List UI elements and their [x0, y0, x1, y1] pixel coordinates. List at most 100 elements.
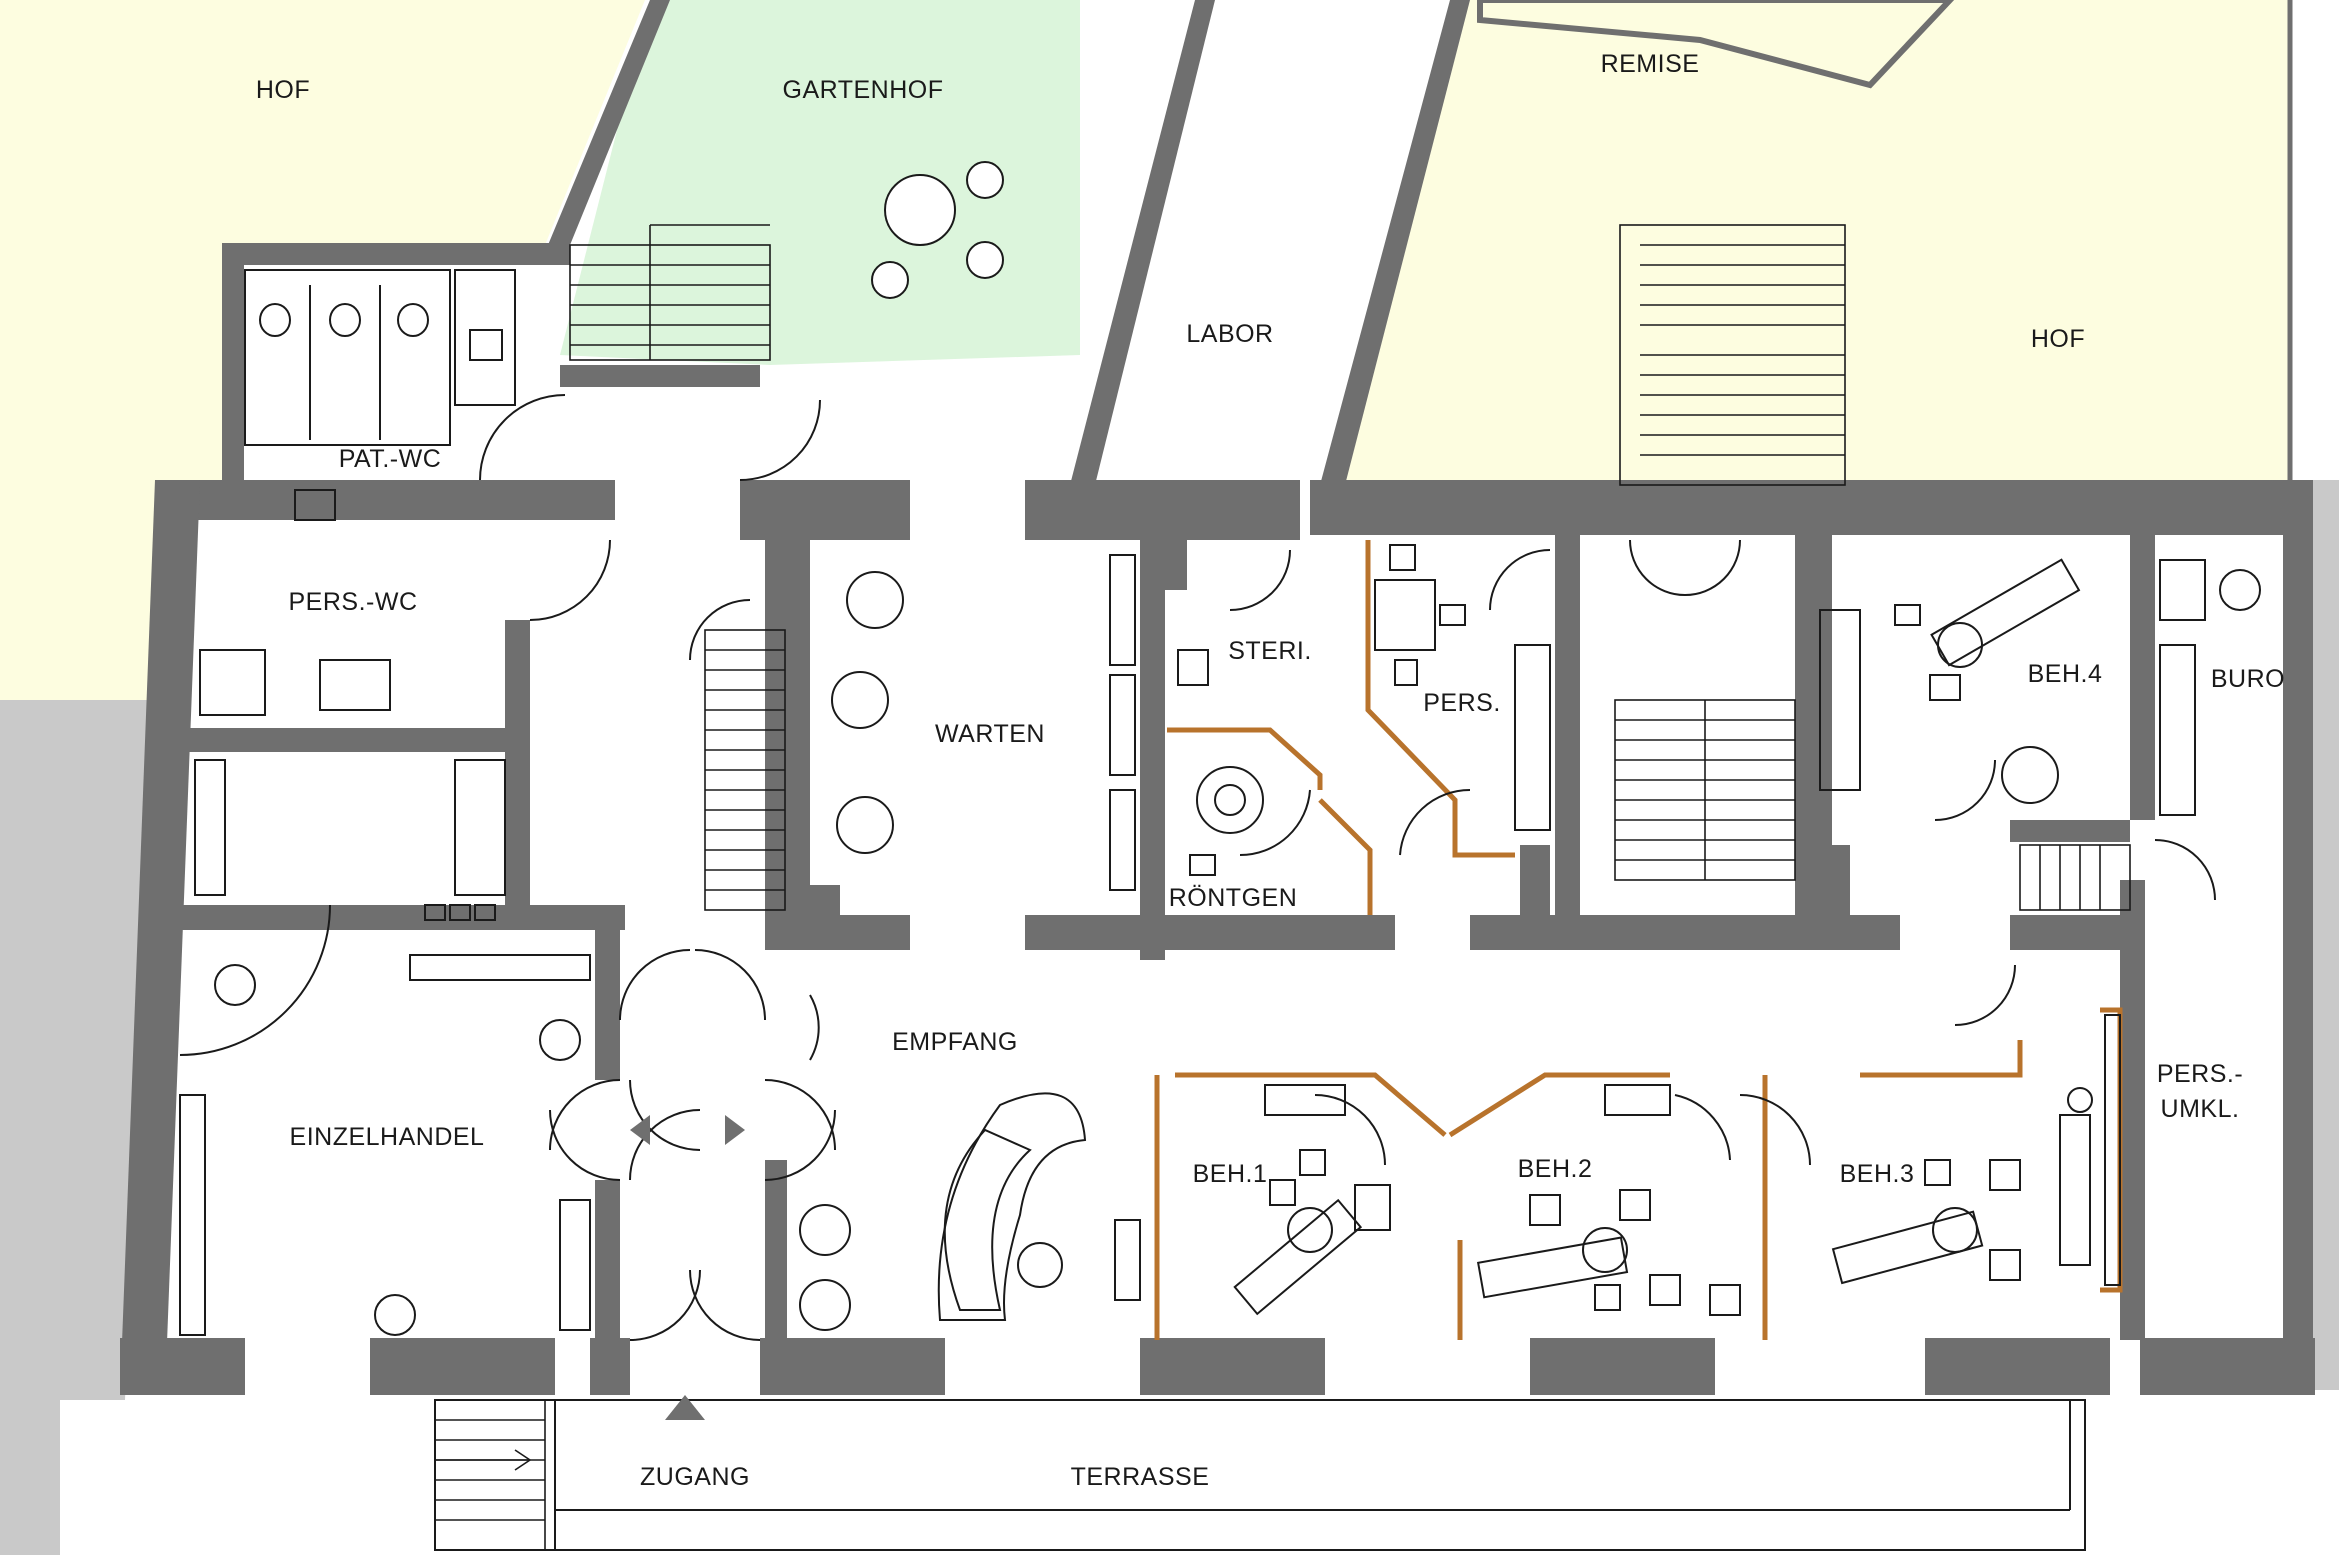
room-label-beh2: BEH.2	[1518, 1155, 1593, 1183]
room-label-steri: STERI.	[1228, 637, 1312, 665]
pat-wc-wall-top	[222, 243, 570, 265]
stair-entry-wall	[560, 365, 760, 387]
room-label-pers-umkl-line1: PERS.-	[2157, 1060, 2243, 1088]
main-wall-bottom-7	[1925, 1338, 2110, 1395]
buro-wall-left	[2130, 530, 2155, 820]
reception-desk	[937, 1092, 1141, 1321]
main-wall-bottom-5	[1140, 1338, 1325, 1395]
room-label-pers: PERS.	[1423, 689, 1501, 717]
labor-wall-left	[1070, 0, 1215, 485]
room-label-labor: LABOR	[1186, 320, 1273, 348]
main-stairs-left	[704, 629, 786, 911]
pillar	[1520, 845, 1550, 915]
room-label-warten: WARTEN	[935, 720, 1045, 748]
entrance-arrow-icon	[665, 1395, 705, 1420]
pers-umkl-wall-left	[2120, 880, 2145, 1340]
main-wall-bottom-3	[590, 1338, 630, 1395]
pillar	[810, 885, 840, 915]
garden-tables	[871, 161, 1004, 299]
back-stairs	[2019, 844, 2131, 911]
pers-wc-wall-right	[505, 620, 530, 920]
einzelhandel-wall-right	[595, 905, 620, 1080]
main-wall-bottom-6	[1530, 1338, 1715, 1395]
room-label-terrasse: TERRASSE	[1071, 1463, 1210, 1491]
room-label-beh1: BEH.1	[1193, 1160, 1268, 1188]
main-stairs-right	[1614, 699, 1796, 881]
room-label-hof-left: HOF	[256, 76, 310, 104]
pers-partition	[1365, 540, 1515, 858]
beh3-dental-chair	[1831, 1087, 2093, 1285]
room-label-pers-umkl-line2: UMKL.	[2161, 1095, 2240, 1123]
warten-wall-left	[785, 530, 810, 945]
main-wall-bottom-8	[2140, 1338, 2315, 1395]
beh3-wall-top	[2010, 915, 2140, 950]
pat-wc-wall-left	[222, 243, 244, 493]
steri-wall-left	[1165, 530, 1187, 590]
beh4-wall-bottom	[2010, 820, 2130, 842]
main-wall-bottom-4	[760, 1338, 945, 1395]
room-label-beh4: BEH.4	[2028, 660, 2103, 688]
pers-furniture	[1374, 544, 1551, 831]
room-label-rontgen: RÖNTGEN	[1169, 884, 1298, 912]
empfang-wall-top-right	[1025, 915, 1395, 950]
courtyard-stairs	[1619, 224, 1846, 486]
pillar	[1820, 845, 1850, 915]
empfang-wall-top-left	[765, 915, 910, 950]
room-label-remise: REMISE	[1601, 50, 1700, 78]
rontgen-partition	[1167, 727, 1323, 790]
steri-counter	[1177, 649, 1209, 686]
room-label-einzelhandel: EINZELHANDEL	[290, 1123, 485, 1151]
xray-unit	[1189, 766, 1264, 876]
beh1-dental-chair	[1233, 1084, 1391, 1316]
beh4-dental-chair	[1819, 558, 2081, 804]
room-label-gartenhof: GARTENHOF	[783, 76, 944, 104]
room-label-zugang: ZUGANG	[640, 1463, 750, 1491]
gartenhof-area	[560, 0, 1200, 365]
corridor-arrow-left-icon	[630, 1115, 650, 1145]
room-label-pat-wc: PAT.-WC	[339, 445, 442, 473]
waiting-benches	[1109, 554, 1136, 891]
pers-wc-fixtures	[199, 489, 391, 716]
beh1-partition-top	[1175, 1072, 1447, 1137]
doors	[179, 394, 2216, 1341]
pers-umkl-lockers	[2104, 1014, 2121, 1286]
beh2-partition-top	[1448, 1072, 1670, 1138]
waiting-chairs	[799, 571, 904, 1331]
room-label-beh3: BEH.3	[1840, 1160, 1915, 1188]
courtyard-right-area	[1335, 0, 2290, 485]
main-wall-top-4	[1310, 480, 2300, 535]
main-wall-top-1	[155, 480, 615, 520]
beh2-dental-chair	[1476, 1084, 1741, 1316]
buro-furniture	[2159, 559, 2261, 816]
main-wall-bottom-2	[370, 1338, 555, 1395]
mid-wall-right	[1470, 915, 1900, 950]
room-label-empfang: EMPFANG	[892, 1028, 1018, 1056]
remise-outline	[1477, 0, 1955, 89]
room-label-buro: BURO	[2211, 665, 2285, 693]
corridor-wall-right	[765, 530, 787, 920]
corridor-wall-right-lower	[765, 1160, 787, 1340]
room-label-hof-right: HOF	[2031, 325, 2085, 353]
room-label-pers-wc: PERS.-WC	[289, 588, 418, 616]
labor-wall-right	[1320, 0, 1470, 485]
einzelhandel-furniture	[179, 759, 591, 1336]
einzelhandel-wall-top	[160, 905, 625, 930]
corridor-arrow-right-icon	[725, 1115, 745, 1145]
einzelhandel-wall-right-lower	[595, 1180, 620, 1340]
main-wall-right	[2283, 480, 2313, 1390]
warten-wall-right	[1140, 530, 1165, 960]
gartenhof-wall-left	[548, 0, 670, 245]
pers-wall-right	[1555, 530, 1580, 920]
pers-umkl-partition	[2100, 1007, 2123, 1293]
main-wall-bottom-1	[120, 1338, 245, 1395]
beh3-partition-top	[1860, 1040, 2023, 1078]
pat-wc-fixtures	[244, 269, 516, 446]
garden-stairs	[569, 224, 771, 361]
terrace-stairs	[434, 1399, 546, 1551]
main-wall-left	[120, 480, 200, 1395]
courtyard-left-area	[0, 0, 645, 700]
pers-wc-wall-bottom	[160, 728, 520, 752]
neighbor-building-left	[0, 700, 155, 1555]
rontgen-partition-lower	[1318, 798, 1373, 915]
